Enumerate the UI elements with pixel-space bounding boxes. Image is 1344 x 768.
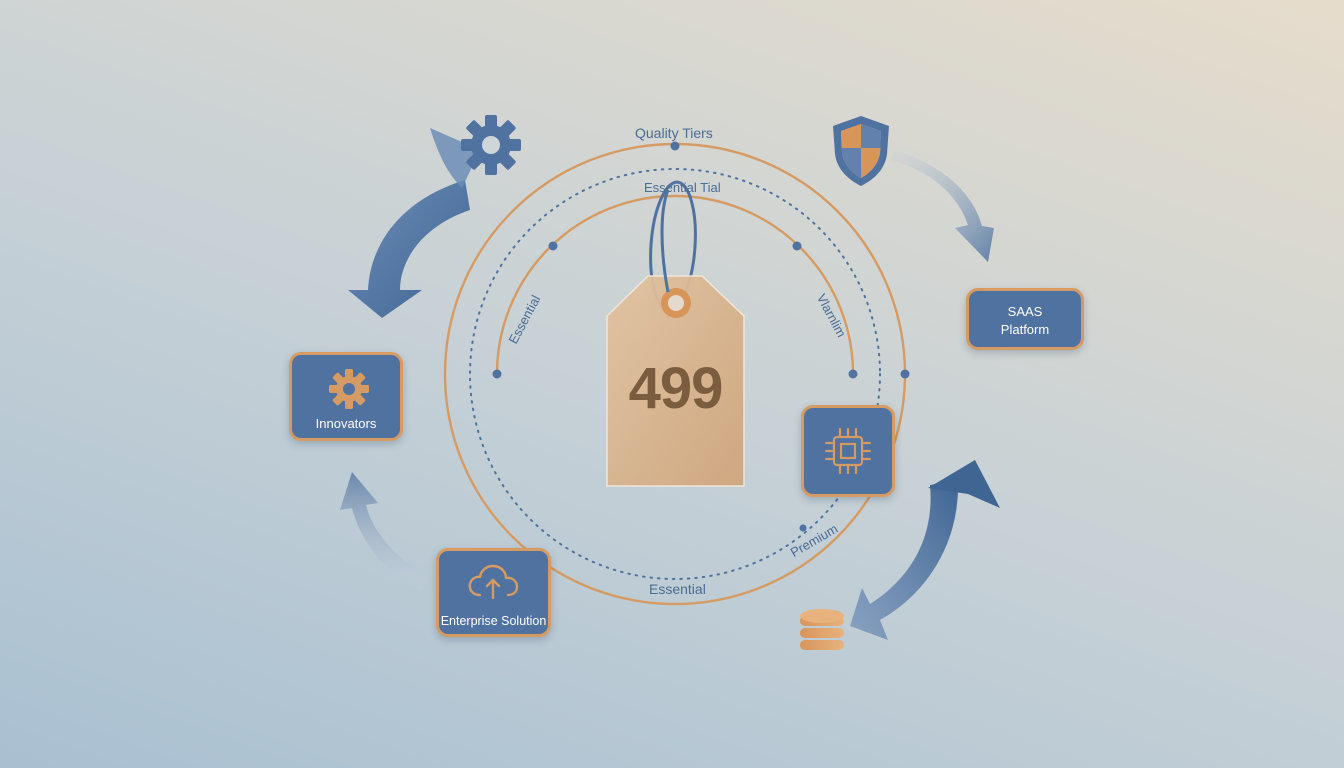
cycle-arrow-icon	[890, 150, 994, 262]
price-tag	[606, 275, 745, 487]
ring-dot-inner-ur	[792, 241, 802, 251]
chip-node[interactable]	[801, 405, 895, 497]
chip-icon	[824, 427, 872, 475]
gear-icon	[461, 115, 521, 175]
inner-arc	[495, 194, 855, 375]
diagram-title: Quality Tiers	[635, 125, 713, 141]
gear-icon	[329, 369, 369, 409]
arc-label-bottom: Essential	[649, 581, 706, 597]
cycle-arrow-icon	[850, 480, 959, 640]
enterprise-label: Enterprise Solution	[440, 614, 547, 628]
innovators-label: Innovators	[315, 416, 377, 431]
ring-dot-top	[670, 141, 680, 151]
saas-label-line1: SAAS	[1007, 304, 1043, 319]
saas-label-line2: Platform	[1000, 322, 1050, 337]
price-value: 499	[628, 356, 724, 421]
ring-dot-inner-right	[848, 369, 858, 379]
ring-dot-inner-ul	[548, 241, 558, 251]
cycle-arrow-icon	[340, 472, 430, 590]
cycle-arrow-icon	[430, 128, 480, 188]
shield-icon	[833, 116, 889, 186]
coin-stack-icon	[800, 609, 844, 650]
saas-platform-node[interactable]: SAAS Platform	[966, 288, 1084, 350]
enterprise-solution-node[interactable]: Enterprise Solution	[436, 548, 551, 637]
inner-ring-label: Essential Tial	[644, 180, 721, 195]
cycle-arrow-icon	[928, 460, 1000, 508]
dotted-ring	[469, 168, 881, 580]
innovators-node[interactable]: Innovators	[289, 352, 403, 441]
ring-dot-right	[900, 369, 910, 379]
cycle-arrow-icon	[348, 180, 470, 318]
ring-dot-bottom-right	[799, 524, 807, 532]
cloud-upload-icon	[468, 564, 519, 600]
ring-dot-inner-left	[492, 369, 502, 379]
